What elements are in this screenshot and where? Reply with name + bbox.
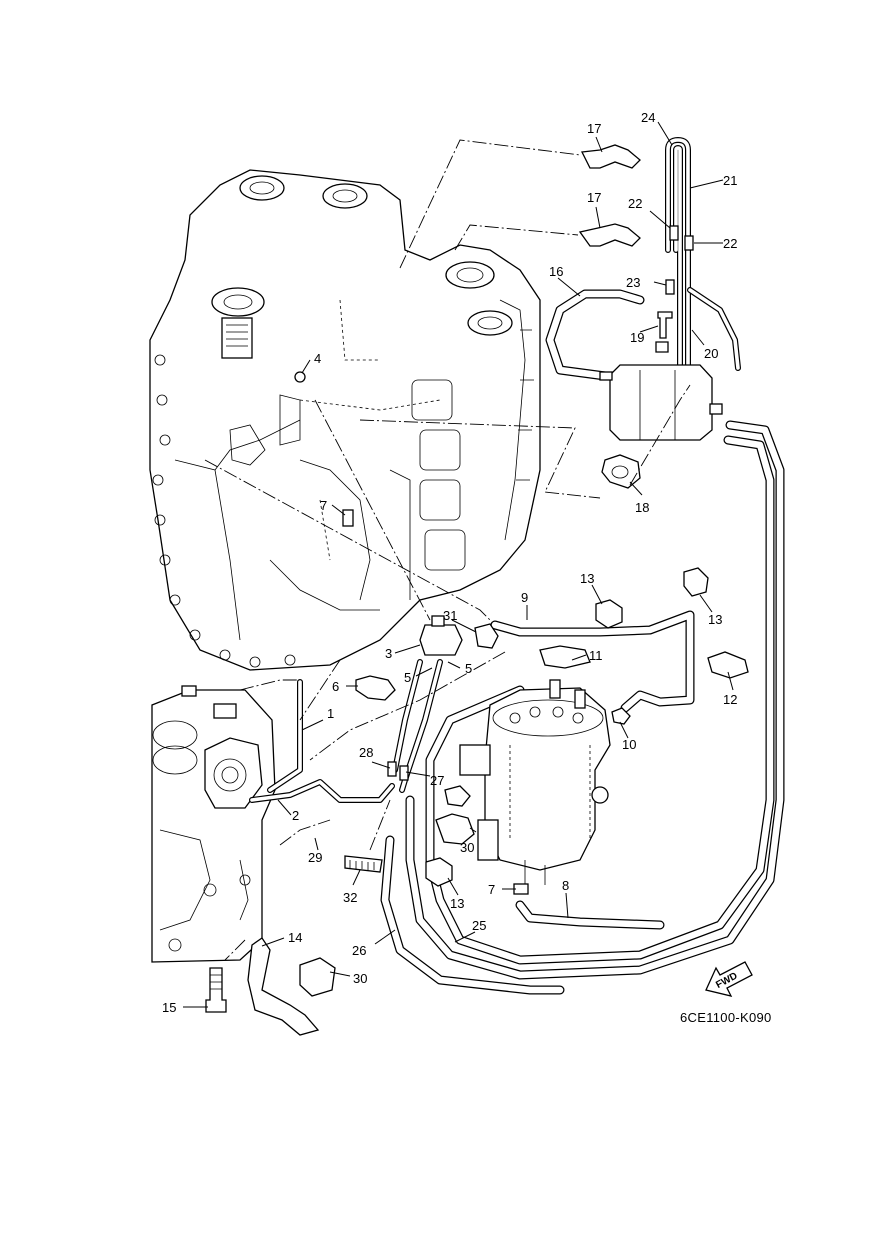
callout-2: 2 — [292, 808, 299, 823]
callout-27: 27 — [430, 773, 444, 788]
leader-lines — [183, 121, 734, 1008]
callout-32: 32 — [343, 890, 357, 905]
callout-4: 4 — [314, 351, 321, 366]
callout-3: 3 — [385, 646, 392, 661]
fuel-filter-assembly — [459, 679, 611, 885]
callout-1: 1 — [327, 706, 334, 721]
callout-5a: 5 — [404, 670, 411, 685]
callout-16: 16 — [549, 264, 563, 279]
callout-6: 6 — [332, 679, 339, 694]
throttle-body-assembly — [151, 685, 276, 963]
callout-28: 28 — [359, 745, 373, 760]
drawing-code: 6CE1100-K090 — [680, 1010, 772, 1025]
fwd-arrow-icon: FWD — [705, 961, 753, 997]
engine-block — [149, 169, 541, 671]
callout-30a: 30 — [460, 840, 474, 855]
callout-21: 21 — [723, 173, 737, 188]
callout-9: 9 — [521, 590, 528, 605]
callout-31: 31 — [443, 608, 457, 623]
callout-17a: 17 — [587, 121, 601, 136]
callout-13a: 13 — [580, 571, 594, 586]
callout-15: 15 — [162, 1000, 176, 1015]
callout-7b: 7 — [488, 882, 495, 897]
reference-lines — [204, 139, 691, 961]
callout-10: 10 — [622, 737, 636, 752]
callout-12: 12 — [723, 692, 737, 707]
callout-5b: 5 — [465, 661, 472, 676]
fittings — [205, 144, 749, 1036]
callout-14: 14 — [288, 930, 302, 945]
callout-18: 18 — [635, 500, 649, 515]
callout-22b: 22 — [723, 236, 737, 251]
callout-30b: 30 — [353, 971, 367, 986]
vapor-canister — [599, 364, 723, 441]
callout-13c: 13 — [450, 896, 464, 911]
callout-8: 8 — [562, 878, 569, 893]
callout-25: 25 — [472, 918, 486, 933]
callout-20: 20 — [704, 346, 718, 361]
callout-13b: 13 — [708, 612, 722, 627]
hoses — [249, 137, 785, 995]
callout-29: 29 — [308, 850, 322, 865]
callout-labels: 1 2 3 4 5 5 6 7 7 8 9 10 11 12 13 13 13 … — [162, 110, 737, 1015]
callout-22a: 22 — [628, 196, 642, 211]
callout-17b: 17 — [587, 190, 601, 205]
callout-23: 23 — [626, 275, 640, 290]
callout-11: 11 — [589, 648, 603, 663]
callout-19: 19 — [630, 330, 644, 345]
callout-7a: 7 — [320, 498, 327, 513]
callout-26: 26 — [352, 943, 366, 958]
callout-24: 24 — [641, 110, 655, 125]
